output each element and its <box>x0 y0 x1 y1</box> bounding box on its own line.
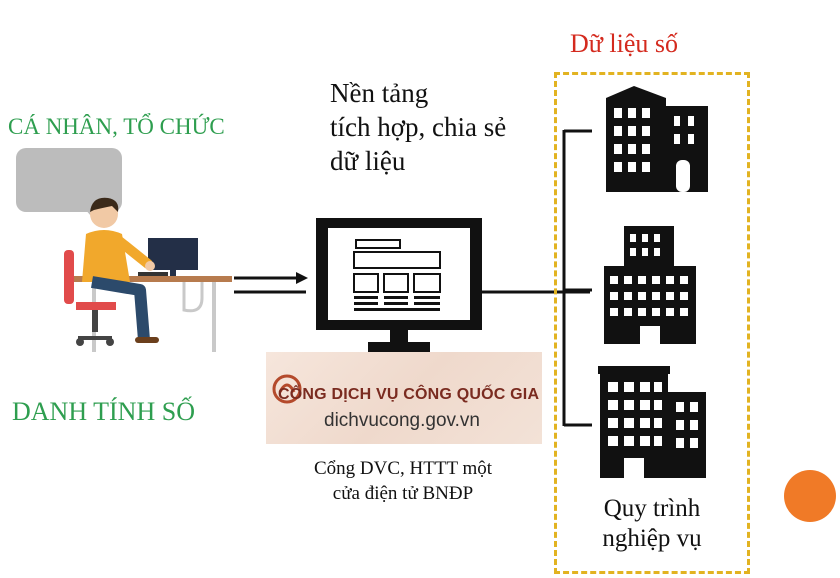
portal-url: dichvucong.gov.vn <box>324 410 480 431</box>
platform-line-2: tích hợp, chia sẻ <box>330 112 507 142</box>
platform-label: Nền tảng tích hợp, chia sẻ dữ liệu <box>330 76 506 178</box>
building-icon <box>604 226 696 344</box>
portal-caption: Cổng DVC, HTTT một cửa điện tử BNĐP <box>258 456 548 506</box>
portal-logo: CỔNG DỊCH VỤ CÔNG QUỐC GIA dichvucong.go… <box>266 352 542 444</box>
platform-line-3: dữ liệu <box>330 146 406 176</box>
orange-dot <box>784 470 836 522</box>
bracket-connector <box>562 129 592 427</box>
identity-label: DANH TÍNH SỐ <box>12 397 195 426</box>
monitor-icon <box>316 218 482 352</box>
portal-name: CỔNG DỊCH VỤ CÔNG QUỐC GIA <box>278 386 540 403</box>
business-process-label: Quy trình nghiệp vụ <box>560 494 744 554</box>
portal-caption-line-2: cửa điện tử BNĐP <box>332 483 474 504</box>
building-icon <box>606 86 708 192</box>
business-process-line-2: nghiệp vụ <box>602 525 702 552</box>
data-flow-arrows <box>234 272 308 294</box>
building-icon <box>598 366 706 478</box>
connector-line <box>482 290 590 294</box>
person-at-computer-icon <box>64 197 232 352</box>
business-process-line-1: Quy trình <box>603 495 701 522</box>
actor-label: CÁ NHÂN, TỔ CHỨC <box>8 114 225 139</box>
digital-data-title: Dữ liệu số <box>570 29 678 58</box>
platform-line-1: Nền tảng <box>330 78 429 108</box>
national-emblem-icon <box>272 374 302 404</box>
portal-caption-line-1: Cổng DVC, HTTT một <box>313 458 493 479</box>
digital-data-box <box>554 72 750 574</box>
